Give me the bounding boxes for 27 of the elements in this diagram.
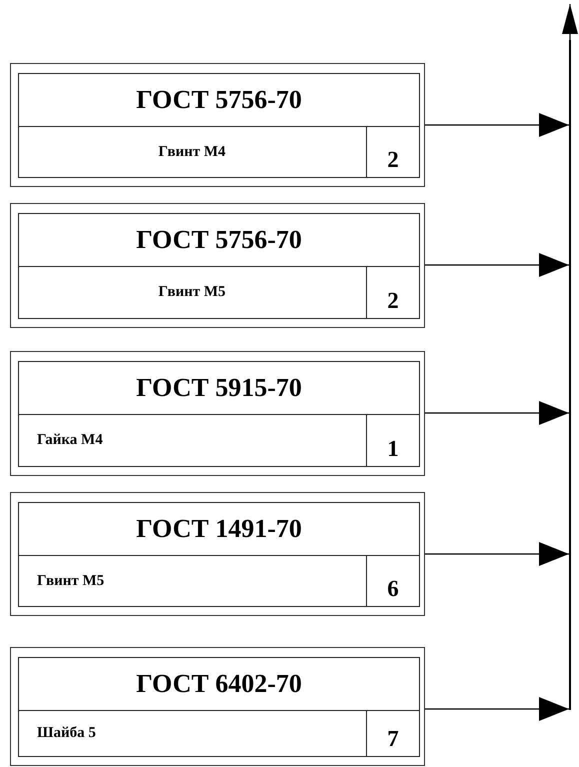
spec-box: [10, 351, 425, 476]
arrow: [425, 113, 569, 137]
spec-box: [10, 203, 425, 328]
standard-number: ГОСТ 5756-70: [136, 227, 302, 253]
arrow: [425, 697, 569, 721]
arrow: [425, 253, 569, 277]
quantity-cell: 2: [366, 267, 419, 318]
quantity-cell: 6: [366, 556, 419, 606]
arrow: [425, 401, 569, 425]
part-name: Гвинт М4: [158, 144, 226, 160]
spec-box: [10, 492, 425, 616]
quantity-cell: 7: [366, 711, 419, 756]
standard-number: ГОСТ 6402-70: [136, 671, 302, 697]
part-name: Шайба 5: [37, 726, 96, 741]
standard-number: ГОСТ 5756-70: [136, 87, 302, 113]
arrow: [562, 4, 578, 40]
standard-number: ГОСТ 1491-70: [136, 516, 302, 542]
arrow: [425, 542, 569, 566]
part-name: Гвинт М5: [37, 574, 104, 588]
quantity-cell: 1: [366, 415, 419, 466]
part-name: Гайка М4: [37, 433, 103, 448]
spec-box: [10, 63, 425, 187]
quantity-cell: 2: [366, 127, 419, 177]
collector-line: [569, 40, 571, 710]
standard-number: ГОСТ 5915-70: [136, 375, 302, 401]
part-name: Гвинт М5: [158, 285, 226, 300]
spec-box: [10, 647, 425, 766]
